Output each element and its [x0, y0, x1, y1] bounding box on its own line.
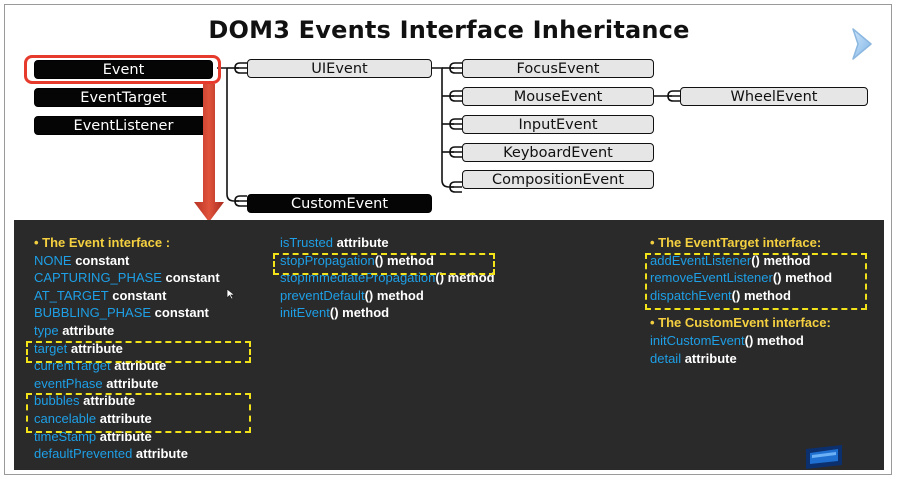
- member-kind: constant: [165, 270, 220, 286]
- next-slide-arrow-icon[interactable]: [847, 26, 877, 62]
- member-kind: () method: [772, 270, 833, 286]
- target-highlight: [26, 341, 251, 363]
- down-arrow-icon: [194, 84, 224, 222]
- focusevent-box[interactable]: FocusEvent: [462, 59, 654, 78]
- member-row: detail attribute: [650, 350, 832, 368]
- member-name: target: [34, 340, 68, 356]
- wheelevent-box[interactable]: WheelEvent: [680, 87, 868, 106]
- event-box[interactable]: Event: [34, 60, 213, 79]
- member-row: initCustomEvent() method: [650, 332, 832, 350]
- member-name: detail: [650, 350, 682, 366]
- member-name: preventDefault: [280, 287, 365, 303]
- member-name: initCustomEvent: [650, 332, 745, 348]
- member-kind: constant: [112, 287, 167, 303]
- customevent-interface-header: • The CustomEvent interface:: [650, 315, 831, 331]
- uievent-box[interactable]: UIEvent: [247, 59, 432, 78]
- member-kind: () method: [364, 287, 424, 303]
- member-kind: attribute: [83, 393, 136, 409]
- member-row: target attribute: [34, 340, 220, 358]
- member-kind: () method: [374, 252, 434, 268]
- member-row: type attribute: [34, 322, 220, 340]
- member-row: initEvent() method: [280, 304, 495, 322]
- member-row: eventPhase attribute: [34, 375, 220, 393]
- member-row: stopPropagation() method: [280, 252, 495, 270]
- member-row: CAPTURING_PHASE constant: [34, 269, 220, 287]
- eventlistener-box[interactable]: EventListener: [34, 116, 213, 135]
- member-row: preventDefault() method: [280, 287, 495, 305]
- mouse-cursor-icon: [226, 288, 236, 300]
- member-kind: () method: [744, 332, 804, 348]
- member-kind: () method: [731, 287, 791, 303]
- event-interface-header: • The Event interface :: [34, 235, 171, 250]
- mouseevent-box[interactable]: MouseEvent: [462, 87, 654, 106]
- member-row: cancelable attribute: [34, 410, 220, 428]
- event-highlight-ring: [24, 55, 221, 84]
- member-row: removeEventListener() method: [650, 269, 832, 287]
- member-name: dispatchEvent: [650, 287, 732, 303]
- interface-details-panel: [14, 220, 884, 470]
- member-kind: attribute: [70, 340, 123, 356]
- member-kind: attribute: [684, 350, 737, 366]
- member-name: CAPTURING_PHASE: [34, 270, 162, 286]
- compositionevent-box[interactable]: CompositionEvent: [462, 170, 654, 189]
- member-name: removeEventListener: [650, 270, 773, 286]
- member-kind: () method: [329, 305, 390, 321]
- keyboardevent-box[interactable]: KeyboardEvent: [462, 143, 654, 162]
- member-name: type: [34, 322, 59, 338]
- bubbles-cancelable-highlight: [26, 393, 251, 433]
- member-row: dispatchEvent() method: [650, 287, 832, 305]
- member-row: isTrusted attribute: [280, 234, 495, 252]
- member-row: NONE constant: [34, 252, 220, 270]
- inheritance-connectors: [217, 62, 680, 207]
- member-name: initEvent: [280, 305, 330, 321]
- eventtarget-methods-highlight: [645, 253, 867, 310]
- presenter-logo: [806, 445, 842, 469]
- stoppropagation-highlight: [273, 253, 495, 275]
- member-name: addEventListener: [650, 252, 752, 268]
- eventtarget-interface-list: • The EventTarget interface: addEventLis…: [650, 234, 832, 367]
- member-name: defaultPrevented: [34, 446, 133, 462]
- member-kind: () method: [751, 252, 811, 268]
- slide: DOM3 Events Interface Inheritance: [14, 8, 884, 470]
- member-row: bubbles attribute: [34, 392, 220, 410]
- member-name: isTrusted: [280, 235, 333, 250]
- member-kind: attribute: [336, 235, 389, 250]
- member-row: defaultPrevented attribute: [34, 445, 220, 463]
- member-name: BUBBLING_PHASE: [34, 305, 152, 321]
- member-row: AT_TARGET constant: [34, 287, 220, 305]
- eventtarget-interface-header: • The EventTarget interface:: [650, 235, 822, 250]
- member-kind: attribute: [62, 322, 115, 338]
- member-kind: constant: [75, 252, 130, 268]
- member-name: eventPhase: [34, 375, 103, 391]
- customevent-box[interactable]: CustomEvent: [247, 194, 432, 213]
- member-name: cancelable: [34, 410, 97, 426]
- member-kind: constant: [154, 305, 209, 321]
- member-name: bubbles: [34, 393, 80, 409]
- member-kind: attribute: [99, 410, 152, 426]
- inputevent-box[interactable]: InputEvent: [462, 115, 654, 134]
- member-name: NONE: [34, 252, 72, 268]
- member-kind: attribute: [106, 375, 159, 391]
- member-row: addEventListener() method: [650, 252, 832, 270]
- member-name: stopPropagation: [280, 252, 375, 268]
- member-kind: attribute: [135, 446, 188, 462]
- eventtarget-box[interactable]: EventTarget: [34, 88, 213, 107]
- member-row: BUBBLING_PHASE constant: [34, 304, 220, 322]
- slide-title: DOM3 Events Interface Inheritance: [208, 16, 690, 44]
- member-name: AT_TARGET: [34, 287, 109, 303]
